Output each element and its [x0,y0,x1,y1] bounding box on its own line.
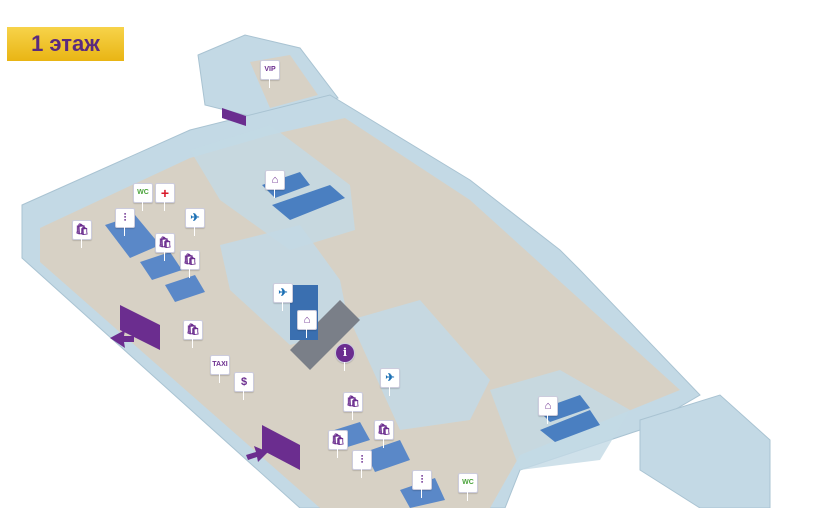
restaurant-icon[interactable]: ⫶ [412,470,432,498]
check-in-counter [165,275,205,302]
wc-icon[interactable]: WC [133,183,153,211]
baggage-icon[interactable]: ⌂ [297,310,317,338]
wc-icon[interactable]: WC [458,473,478,501]
taxi-icon[interactable]: TAXI [210,355,230,383]
baggage-icon[interactable]: ⌂ [538,396,558,424]
shopping-bag-icon[interactable]: 🛍 [343,392,363,420]
shopping-bag-icon[interactable]: 🛍 [72,220,92,248]
shopping-bag-icon[interactable]: 🛍 [155,233,175,261]
info-icon[interactable]: i [335,343,355,371]
arrivals-icon[interactable]: ✈ [380,368,400,396]
restaurant-icon[interactable]: ⫶ [352,450,372,478]
baggage-icon[interactable]: ⌂ [265,170,285,198]
shopping-bag-icon[interactable]: 🛍 [183,320,203,348]
escalator [290,300,360,370]
shopping-bag-icon[interactable]: 🛍 [374,420,394,448]
east-block [350,300,490,430]
entrance-gate [262,425,300,470]
entrance-arrow-icon [246,446,268,462]
floor-label: 1 этаж [7,27,124,61]
departures-icon[interactable]: ✈ [185,208,205,236]
baggage-belt [272,185,345,220]
baggage-belt [540,410,600,442]
shopping-bag-icon[interactable]: 🛍 [328,430,348,458]
currency-exchange-icon[interactable]: $ [234,372,254,400]
check-in-counter [365,440,410,472]
vip-icon[interactable]: VIP [260,60,280,88]
restaurant-icon[interactable]: ⫶ [115,208,135,236]
first-aid-icon[interactable]: + [155,183,175,211]
entrance-gate [120,305,160,350]
check-in-counter [400,478,445,508]
check-in-counter [140,252,182,280]
arrival-hall-room [490,370,630,470]
exit-arrow-icon [110,330,134,348]
annex-block [639,394,771,508]
departures-icon[interactable]: ✈ [273,283,293,311]
shopping-bag-icon[interactable]: 🛍 [180,250,200,278]
vip-entrance-gate [222,108,246,126]
